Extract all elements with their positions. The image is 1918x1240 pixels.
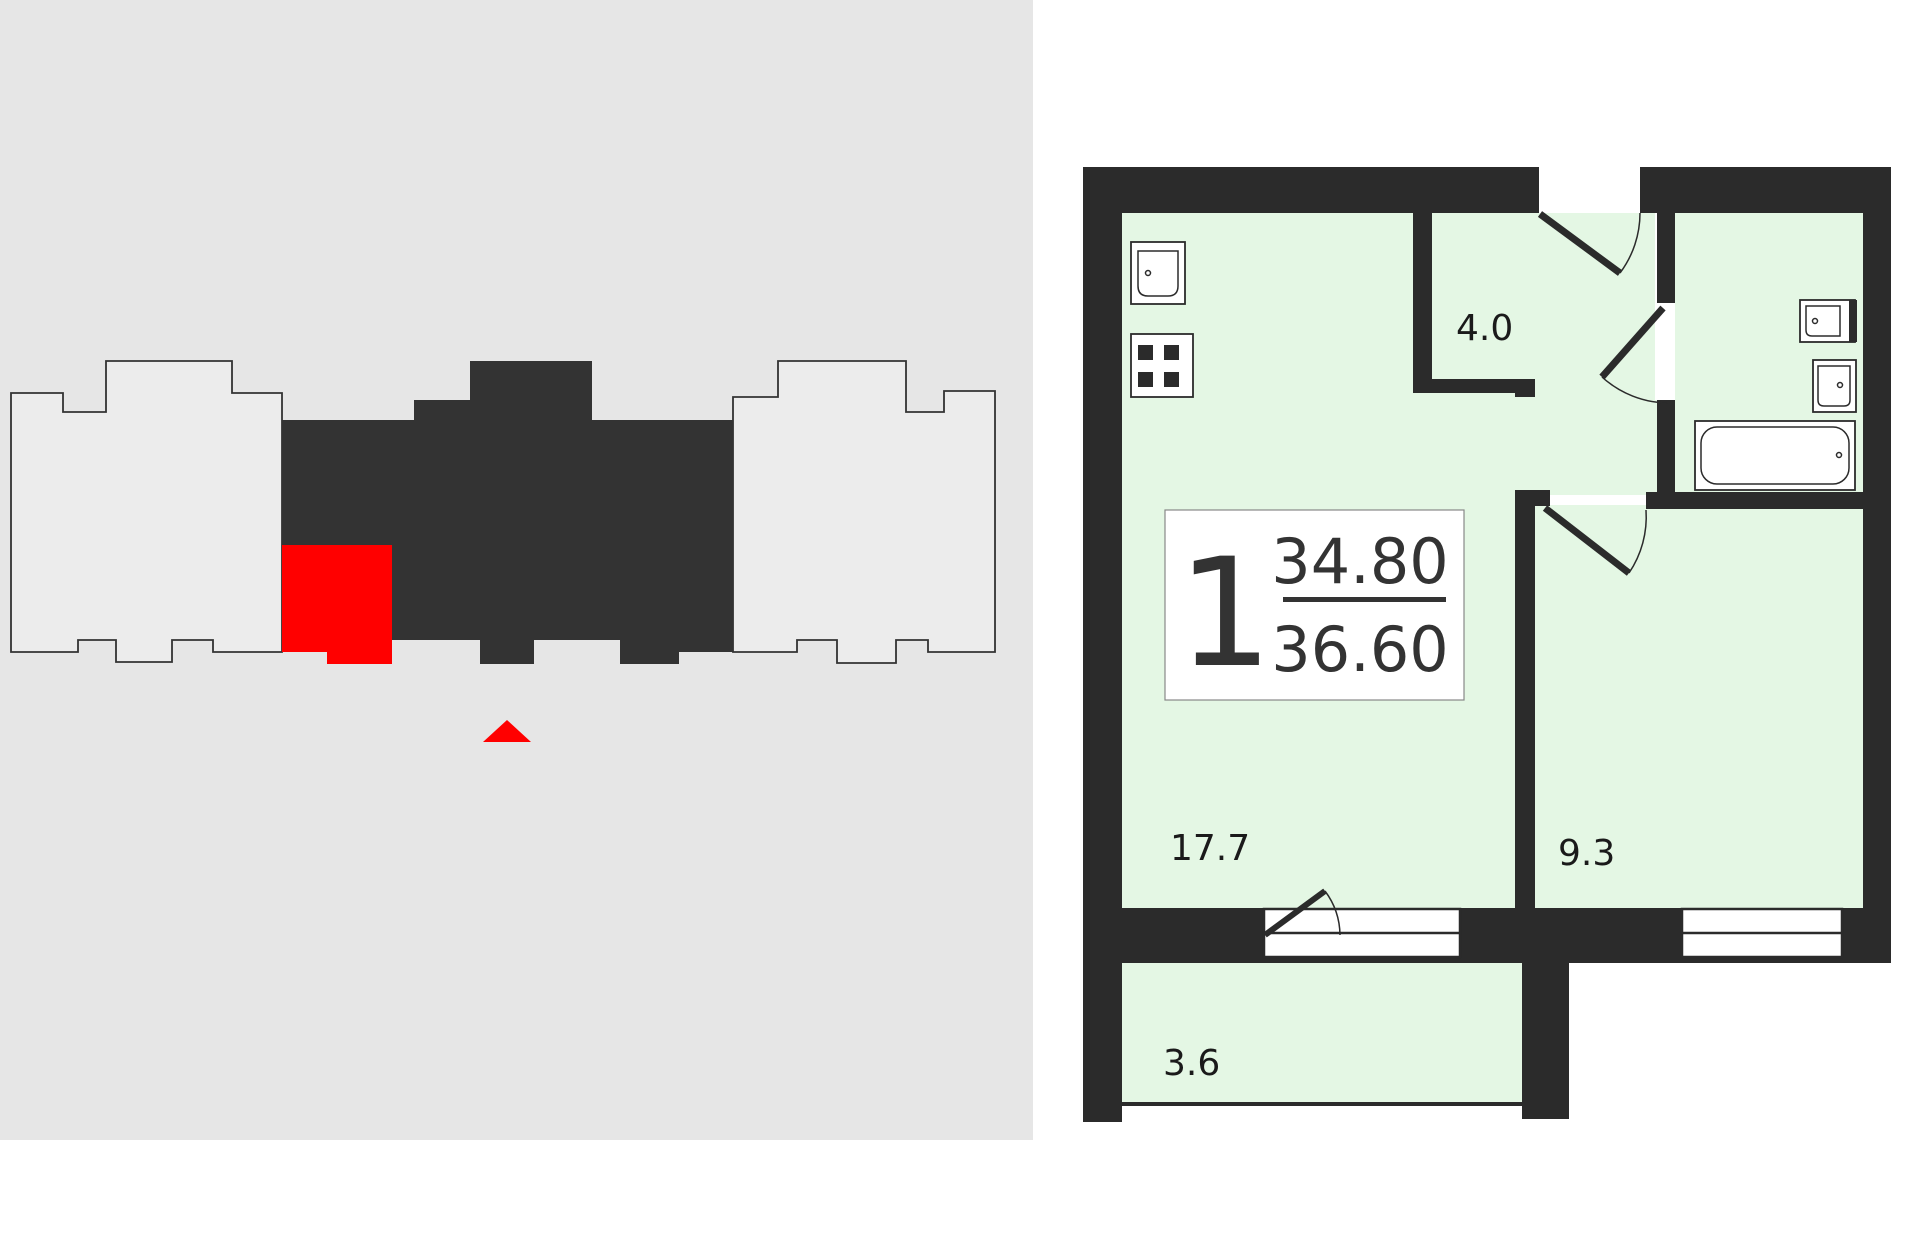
- wall-bath-bottom: [1646, 492, 1863, 509]
- building-site-plan: [0, 0, 1033, 1140]
- area-fraction-line: [1283, 597, 1446, 602]
- door-entrance[interactable]: [1537, 211, 1641, 276]
- wall-bath-left-bottom: [1657, 400, 1675, 496]
- wall-top-left: [1083, 167, 1539, 213]
- room-area-hallway: 4.0: [1456, 308, 1513, 349]
- door-bathroom[interactable]: [1599, 305, 1669, 404]
- wall-bath-left-top: [1657, 213, 1675, 303]
- wall-bottom-right-stub: [1522, 963, 1569, 1119]
- room-fill-kitchen: [1535, 505, 1863, 910]
- balcony-railing: [1122, 1102, 1522, 1106]
- selected-apartment-marker[interactable]: [282, 545, 392, 664]
- wall-left-outer: [1083, 167, 1122, 1122]
- washbasin-icon: [1812, 359, 1857, 413]
- building-section-active[interactable]: [282, 361, 733, 664]
- building-section-right[interactable]: [732, 360, 996, 664]
- apartment-info-box: 1 34.80 36.60: [1164, 509, 1465, 701]
- sink-icon: [1130, 241, 1186, 305]
- wall-right-outer: [1863, 167, 1891, 963]
- door-balcony[interactable]: [1263, 888, 1341, 938]
- wall-kitchen-left-cap: [1515, 490, 1550, 506]
- room-area-living: 17.7: [1170, 828, 1250, 869]
- wall-kitchen-left: [1515, 490, 1535, 908]
- wall-top-right: [1640, 167, 1891, 213]
- living-area-value: 34.80: [1271, 525, 1449, 598]
- total-area-value: 36.60: [1271, 613, 1449, 686]
- stove-icon: [1130, 333, 1194, 398]
- apartment-floor-plan: 1 34.80 36.60 17.7 4.0 9.3 3.6: [1083, 167, 1891, 1122]
- wall-hall-horizontal: [1413, 379, 1535, 393]
- room-fill-balcony: [1122, 960, 1522, 1105]
- building-section-left[interactable]: [10, 360, 283, 663]
- room-area-balcony: 3.6: [1163, 1043, 1220, 1084]
- info-box-frame: [1164, 509, 1465, 701]
- window-living[interactable]: [1262, 907, 1462, 959]
- room-area-kitchen: 9.3: [1558, 833, 1615, 874]
- room-fill-hall-mid: [1520, 400, 1657, 495]
- north-arrow-icon: [483, 720, 531, 742]
- door-kitchen[interactable]: [1542, 505, 1647, 576]
- wall-hall-vertical: [1413, 213, 1432, 393]
- bathtub-icon: [1694, 420, 1856, 491]
- window-kitchen[interactable]: [1680, 907, 1844, 959]
- wall-hall-stub: [1515, 379, 1535, 397]
- toilet-icon: [1799, 299, 1857, 343]
- room-count: 1: [1177, 527, 1272, 701]
